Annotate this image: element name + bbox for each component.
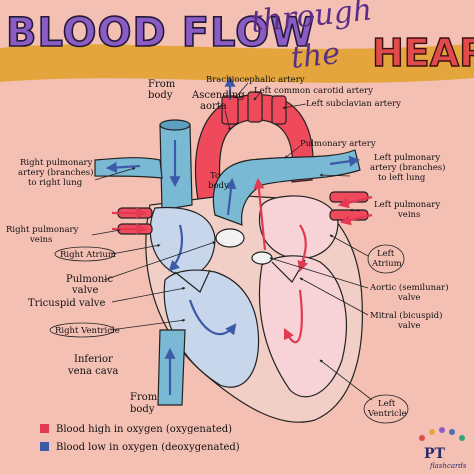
right-atrium-oval [54,246,116,262]
label-pulmonic-valve-2: valve [71,285,98,296]
label-from-body-bottom-1: From [130,392,158,403]
labels: From body Ascending aorta Brachiocephali… [6,75,449,424]
label-ivc-1: Inferior [74,354,113,365]
label-left-common-carotid: Left common carotid artery [254,86,373,96]
legend-swatch-deoxygenated [40,442,49,451]
label-left-subclavian: Left subclavian artery [306,99,401,109]
svc-opening [159,119,191,131]
label-right-pulm-veins-2: veins [29,235,52,245]
label-right-pulm-veins-1: Right pulmonary [6,225,79,235]
label-right-pulm-artery-3: to right lung [28,178,83,188]
left-atrium-chamber [258,195,339,260]
to-body-line2: body [208,181,229,191]
label-aortic-valve-1: Aortic (semilunar) [369,282,449,293]
label-pulmonic-valve-1: Pulmonic [66,274,114,285]
title-the: the [289,36,342,76]
title-blood-flow: BLOOD FLOW [6,10,315,56]
left-carotid-vessel [247,91,263,123]
label-ascending-aorta-1: Ascending [191,90,245,101]
label-left-pulm-artery-1: Left pulmonary [374,153,440,163]
inferior-vena-cava-vessel [157,329,186,406]
label-right-pulm-artery-2: artery (branches) [18,167,93,178]
right-ventricle-oval [49,322,115,338]
logo-main-text: PT [424,446,446,462]
label-right-pulm-artery-1: Right pulmonary [20,158,93,168]
left-ventricle-oval [363,394,409,424]
left-atrium-oval [367,244,405,274]
label-left-pulm-artery-2: artery (branches) [370,162,445,173]
label-mitral-valve-2: valve [397,321,420,331]
aortic-valve-shape [251,251,273,265]
left-subclavian-vessel [271,95,287,125]
label-from-body-top-1: From [148,79,176,90]
pulmonic-valve-shape [215,228,245,248]
left-pulmonary-vein-lower [329,209,369,221]
label-left-atrium-2: Atrium [371,259,402,269]
legend-text-oxygenated: Blood high in oxygen (oxygenated) [56,424,232,435]
label-ivc-2: vena cava [67,366,118,377]
legend-swatch-oxygenated [40,424,49,433]
logo-sub-text: flashcards [429,462,467,470]
label-brachiocephalic: Brachiocephalic artery [206,75,305,85]
label-left-atrium-1: Left [377,249,395,259]
label-left-pulm-veins-2: veins [397,210,420,220]
label-left-pulm-veins-1: Left pulmonary [374,200,440,210]
label-right-ventricle: Right Ventricle [55,326,120,336]
legend-text-deoxygenated: Blood low in oxygen (deoxygenated) [56,442,240,453]
label-aortic-valve-2: valve [397,293,420,303]
pt-flashcards-logo: PT flashcards [419,427,467,470]
pulmonary-trunk [212,149,361,226]
title-banner [0,44,474,83]
to-body-line1: To [210,171,220,181]
label-tricuspid-valve: Tricuspid valve [28,298,105,309]
label-left-ventricle-2: Ventricle [367,409,407,419]
flow-arrows [105,75,373,395]
label-right-atrium: Right Atrium [60,250,116,260]
right-pulmonary-artery-vessel [94,157,163,179]
label-pulmonary-artery: Pulmonary artery [300,139,376,149]
label-ascending-aorta-2: aorta [200,101,227,112]
leader-lines [91,82,373,401]
label-left-pulm-artery-3: to left lung [378,173,426,183]
label-mitral-valve-1: Mitral (bicuspid) [370,310,442,321]
tricuspid-valve-shape [174,269,211,293]
label-left-ventricle-1: Left [378,399,396,409]
legend: Blood high in oxygen (oxygenated) Blood … [40,424,240,453]
label-from-body-top-2: body [148,90,173,101]
label-from-body-bottom-2: body [130,404,155,415]
